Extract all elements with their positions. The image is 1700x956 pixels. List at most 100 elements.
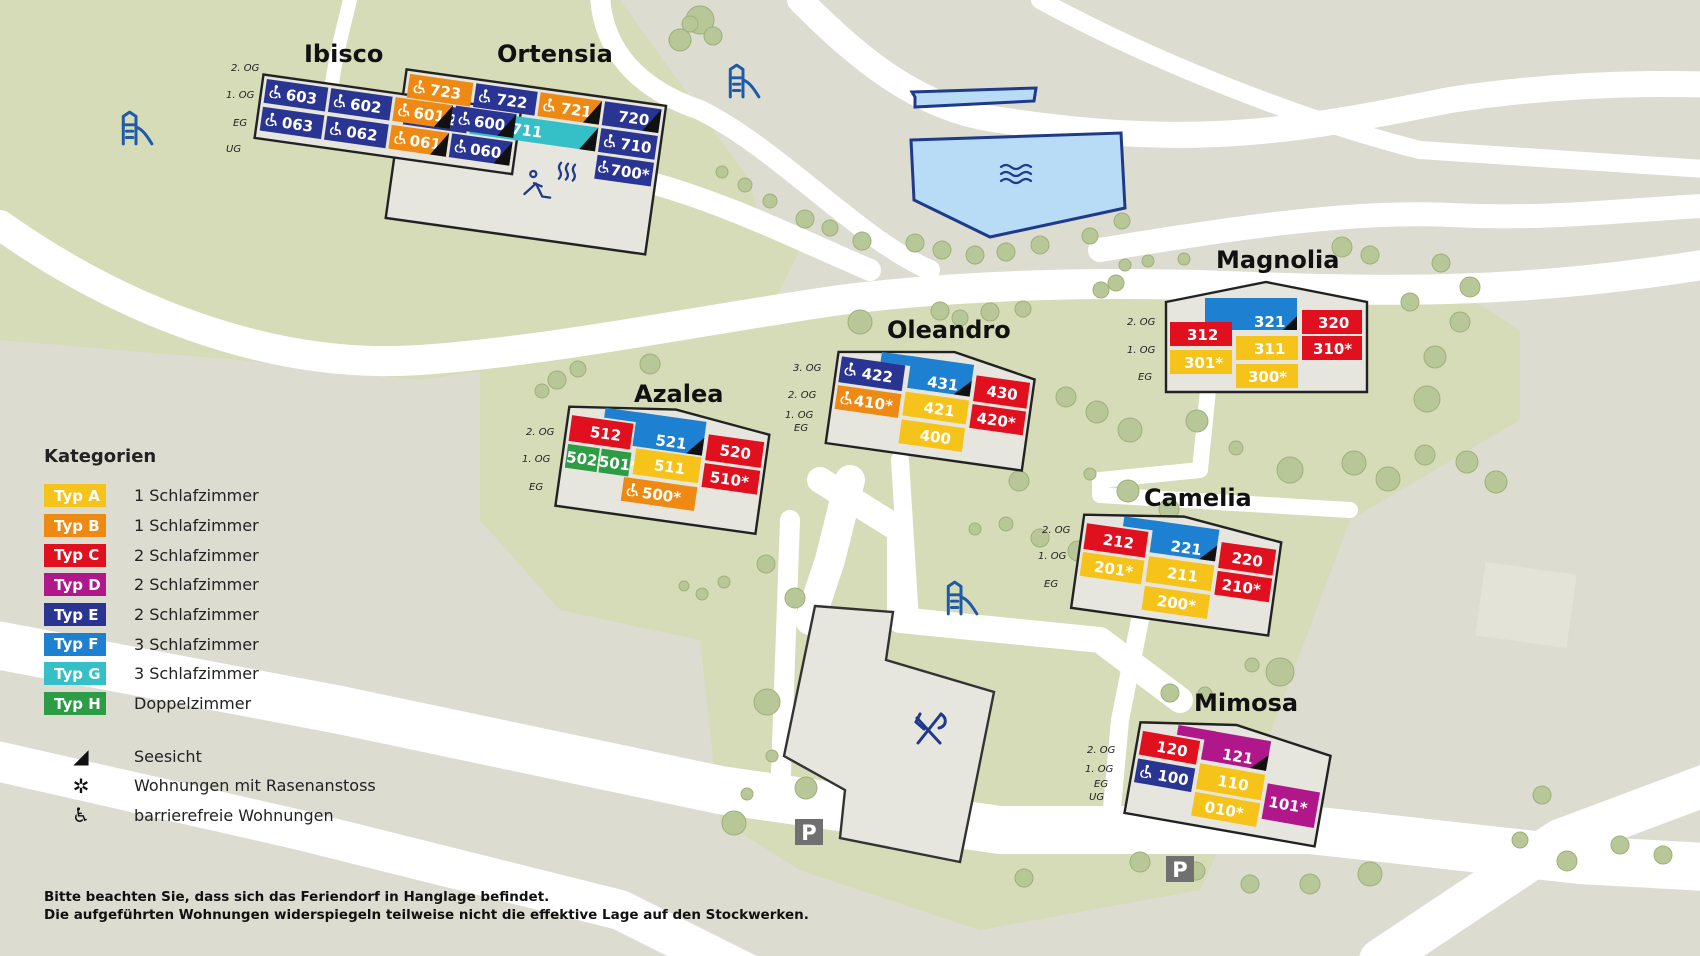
svg-text:061: 061 [408, 132, 442, 154]
unit-520[interactable]: 520 [705, 434, 765, 468]
svg-text:301*: 301* [1184, 354, 1223, 372]
unit-603[interactable]: 603 [263, 79, 329, 112]
unit-501[interactable]: 501* [597, 448, 639, 477]
unit-502[interactable]: 502* [564, 443, 607, 473]
unit-500[interactable]: 500* [620, 476, 698, 512]
unit-512[interactable]: 512 [568, 415, 634, 450]
unit-060[interactable]: 060 [448, 133, 513, 166]
lake-view-triangle-icon [642, 109, 662, 134]
unit-700[interactable]: 700* [594, 154, 655, 187]
unit-422[interactable]: 422 [838, 356, 906, 392]
unit-212[interactable]: 212 [1083, 523, 1149, 558]
unit-420[interactable]: 420* [969, 404, 1027, 436]
category-label: 1 Schlafzimmer [134, 516, 259, 536]
unit-430[interactable]: 430 [972, 375, 1031, 409]
unit-400[interactable]: 400 [898, 419, 966, 453]
svg-text:062: 062 [345, 123, 379, 145]
unit-120[interactable]: 120 [1138, 730, 1201, 765]
unit-220[interactable]: 220 [1218, 542, 1277, 576]
unit-121[interactable]: 121 [1173, 724, 1272, 771]
category-badge: Typ D [44, 573, 106, 597]
svg-text:110: 110 [1216, 772, 1250, 795]
unit-010[interactable]: 010* [1191, 791, 1261, 827]
unit-221[interactable]: 221 [1120, 516, 1220, 562]
svg-text:420*: 420* [975, 409, 1016, 432]
building-name-magnolia: Magnolia [1216, 246, 1339, 274]
lake-view-triangle-icon [433, 105, 454, 129]
unit-410[interactable]: 410* [834, 385, 902, 418]
unit-510[interactable]: 510* [701, 463, 761, 495]
svg-text:221: 221 [1169, 537, 1203, 559]
category-label: 1 Schlafzimmer [134, 486, 259, 506]
building-name-camelia: Camelia [1144, 484, 1252, 512]
category-badge: Typ E [44, 603, 106, 627]
unit-421[interactable]: 421 [902, 391, 970, 425]
unit-210[interactable]: 210* [1214, 570, 1273, 603]
unit-110[interactable]: 110 [1195, 763, 1266, 801]
category-label: 3 Schlafzimmer [134, 664, 259, 684]
unit-201[interactable]: 201* [1079, 551, 1145, 585]
unit-710[interactable]: 710 [597, 128, 658, 160]
svg-text:720: 720 [617, 107, 651, 129]
svg-text:711: 711 [510, 120, 544, 142]
unit-722[interactable]: 722 [473, 83, 538, 116]
floor-labels-magnolia: 2. OG 1. OG EG [1127, 317, 1156, 383]
category-badge: Typ B [44, 514, 106, 538]
floor-labels-ibisco: 2. OG 1. OG EG UG [226, 63, 260, 155]
category-badge: Typ C [44, 543, 106, 567]
unit-100[interactable]: 100 [1133, 758, 1196, 793]
unit-601[interactable]: 601 [392, 97, 454, 129]
svg-text:200*: 200* [1156, 592, 1197, 615]
svg-text:710: 710 [619, 135, 653, 157]
unit-311[interactable]: 311 [1236, 336, 1298, 360]
symbol-label: Seesicht [134, 746, 202, 766]
unit-061[interactable]: 061 [388, 124, 450, 157]
unit-063[interactable]: 063 [259, 106, 325, 140]
unit-101[interactable]: 101* [1261, 783, 1321, 828]
legend-title: Kategorien [44, 446, 157, 467]
lawn-flower-icon: ✲ [72, 773, 90, 798]
unit-310[interactable]: 310* [1302, 336, 1362, 360]
unit-301[interactable]: 301* [1170, 350, 1232, 374]
wheelchair-icon: ♿ [72, 803, 90, 828]
unit-211[interactable]: 211 [1145, 556, 1215, 592]
unit-602[interactable]: 602 [327, 88, 393, 121]
svg-text:400: 400 [919, 426, 953, 448]
building-name-oleandro: Oleandro [887, 316, 1011, 344]
svg-text:2. OG: 2. OG [1087, 745, 1116, 756]
category-label: Doppelzimmer [134, 694, 252, 714]
symbol-label: Wohnungen mit Rasenanstoss [134, 776, 376, 796]
svg-text:EG: EG [1138, 372, 1152, 383]
footnote-line-1: Bitte beachten Sie, dass sich das Ferien… [44, 889, 550, 905]
unit-720[interactable]: 720 [601, 101, 662, 134]
svg-text:601: 601 [412, 104, 446, 126]
unit-062[interactable]: 062 [324, 115, 389, 149]
unit-312[interactable]: 312 [1170, 322, 1232, 346]
unit-431[interactable]: 431 [878, 351, 975, 397]
unit-723[interactable]: 723 [406, 73, 474, 107]
lake-view-triangle-icon [582, 100, 603, 125]
unit-200[interactable]: 200* [1141, 585, 1211, 619]
svg-text:421: 421 [922, 398, 956, 420]
building-azalea: 521 512 520 502* 501* 511 510* 500* [554, 405, 771, 536]
unit-521[interactable]: 521 [601, 407, 707, 456]
svg-text:722: 722 [495, 90, 529, 112]
unit-721[interactable]: 721 [537, 92, 603, 125]
svg-text:2. OG: 2. OG [1127, 317, 1156, 328]
unit-600[interactable]: 600 [452, 105, 517, 138]
svg-text:EG: EG [529, 482, 543, 493]
lake-view-triangle-icon [685, 437, 705, 456]
building-name-azalea: Azalea [634, 380, 723, 408]
svg-text:430: 430 [985, 382, 1019, 404]
lake [909, 131, 1127, 239]
unit-300[interactable]: 300* [1236, 364, 1298, 388]
unit-320[interactable]: 320 [1302, 310, 1362, 334]
unit-511[interactable]: 511 [632, 448, 702, 484]
